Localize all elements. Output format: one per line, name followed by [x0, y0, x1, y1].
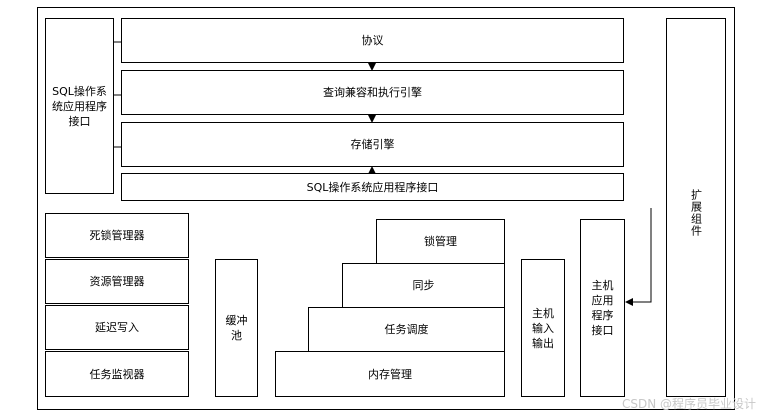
resource-manager-label: 资源管理器	[89, 275, 145, 288]
sql-api-left-box: SQL操作系统应用程序接口	[45, 18, 114, 194]
sql-api-bottom-box: SQL操作系统应用程序接口	[121, 173, 624, 201]
outer-frame	[37, 7, 735, 410]
extension-label: 扩展组件	[689, 189, 703, 237]
delay-write-label: 延迟写入	[95, 321, 139, 334]
host-api-label: 主机应用程序接口	[591, 279, 614, 337]
storage-engine-label: 存储引擎	[350, 138, 395, 151]
extension-box: 扩展组件	[666, 18, 726, 397]
buffer-pool-label: 缓冲池	[225, 314, 248, 342]
task-scheduling-box: 任务调度	[308, 307, 505, 352]
host-io-label: 主机输入输出	[532, 306, 554, 350]
query-engine-box: 查询兼容和执行引擎	[121, 70, 624, 115]
task-scheduling-label: 任务调度	[384, 323, 429, 336]
deadlock-manager-box: 死锁管理器	[45, 213, 189, 258]
lock-management-label: 锁管理	[424, 235, 457, 248]
memory-management-label: 内存管理	[368, 367, 412, 381]
watermark: CSDN @程序员毕业设计	[621, 397, 756, 411]
delay-write-box: 延迟写入	[45, 305, 189, 350]
task-monitor-label: 任务监视器	[89, 367, 145, 381]
resource-manager-box: 资源管理器	[45, 259, 189, 304]
protocol-label: 协议	[361, 34, 384, 47]
lock-management-box: 锁管理	[376, 219, 505, 264]
host-api-box: 主机应用程序接口	[580, 219, 625, 397]
sync-box: 同步	[342, 263, 505, 308]
sql-api-bottom-label: SQL操作系统应用程序接口	[306, 180, 439, 194]
sql-api-left-label: SQL操作系统应用程序接口	[52, 84, 107, 128]
sync-label: 同步	[412, 279, 435, 292]
protocol-box: 协议	[121, 18, 624, 63]
memory-management-box: 内存管理	[275, 351, 505, 397]
task-monitor-box: 任务监视器	[45, 351, 189, 397]
deadlock-manager-label: 死锁管理器	[89, 229, 145, 242]
storage-engine-box: 存储引擎	[121, 122, 624, 167]
host-io-box: 主机输入输出	[521, 259, 565, 397]
query-engine-label: 查询兼容和执行引擎	[323, 86, 422, 99]
buffer-pool-box: 缓冲池	[215, 259, 258, 397]
